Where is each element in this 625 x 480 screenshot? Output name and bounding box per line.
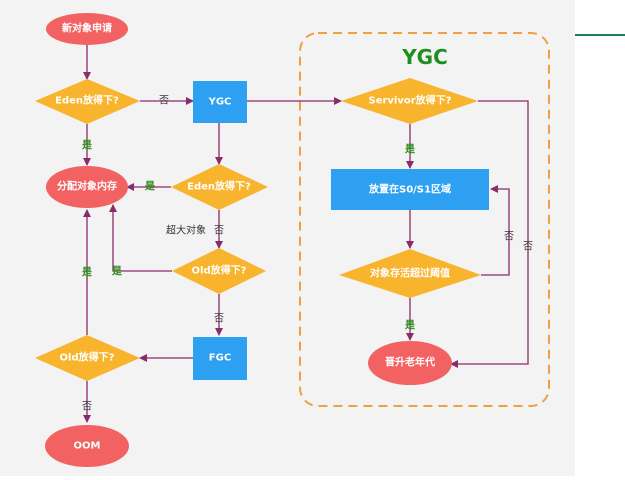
ygc-region — [299, 32, 550, 407]
edge-survivor-to-promote — [450, 100, 529, 368]
label-eden2-yes: 是 — [144, 181, 155, 193]
gc-flowchart: YGC 新对象申请 Eden放得下? 分配对象内存 Old放得下? — [35, 13, 550, 467]
node-allocate: 分配对象内存 — [46, 166, 128, 208]
node-s0s1: 放置在S0/S1区域 — [331, 169, 489, 210]
label-old2-no: 否 — [82, 401, 92, 413]
node-old-q2: Old放得下? — [35, 335, 140, 381]
node-eden-q1-label: Eden放得下? — [55, 94, 119, 107]
label-old2-yes: 是 — [81, 267, 92, 279]
node-eden-q2-label: Eden放得下? — [187, 180, 251, 193]
node-promote-label: 晋升老年代 — [385, 356, 435, 369]
label-survivor-yes: 是 — [404, 144, 415, 156]
node-eden-q2: Eden放得下? — [171, 164, 268, 210]
label-eden1-no: 否 — [159, 95, 169, 107]
node-oom-label: OOM — [74, 441, 101, 452]
node-old-q2-label: Old放得下? — [60, 351, 115, 364]
node-new-object: 新对象申请 — [46, 13, 128, 45]
node-oom: OOM — [45, 425, 129, 467]
node-ygc-label: YGC — [208, 97, 232, 108]
node-threshold-q: 对象存活超过阈值 — [339, 249, 481, 298]
node-ygc: YGC — [193, 81, 247, 123]
node-s0s1-label: 放置在S0/S1区域 — [368, 183, 451, 196]
node-threshold-q-label: 对象存活超过阈值 — [370, 267, 450, 280]
label-threshold-yes: 是 — [404, 320, 415, 332]
label-eden2-no: 否 — [214, 225, 224, 237]
edges — [83, 44, 529, 423]
node-survivor-q: Servivor放得下? — [341, 78, 478, 124]
node-allocate-label: 分配对象内存 — [57, 180, 117, 193]
node-survivor-q-label: Servivor放得下? — [369, 94, 452, 107]
node-old-q1-label: Old放得下? — [192, 264, 247, 277]
label-eden1-yes: 是 — [81, 140, 92, 152]
label-old1-no: 否 — [214, 313, 224, 325]
ygc-region-title: YGC — [401, 45, 448, 69]
node-fgc-label: FGC — [209, 353, 231, 364]
label-old1-yes: 是 — [111, 266, 122, 278]
node-promote: 晋升老年代 — [368, 341, 452, 385]
label-threshold-no: 否 — [504, 231, 514, 243]
flowchart-canvas: YGC 新对象申请 Eden放得下? 分配对象内存 Old放得下? — [0, 0, 575, 476]
edge-threshold-to-s0s1 — [481, 185, 510, 276]
right-accent-line — [575, 34, 625, 36]
label-big-object: 超大对象 — [166, 224, 206, 237]
label-survivor-no: 否 — [523, 241, 533, 253]
edge-old1-to-allocate — [109, 204, 172, 272]
node-fgc: FGC — [193, 337, 247, 380]
node-eden-q1: Eden放得下? — [35, 79, 140, 124]
node-old-q1: Old放得下? — [172, 248, 266, 294]
node-new-object-label: 新对象申请 — [62, 22, 112, 35]
